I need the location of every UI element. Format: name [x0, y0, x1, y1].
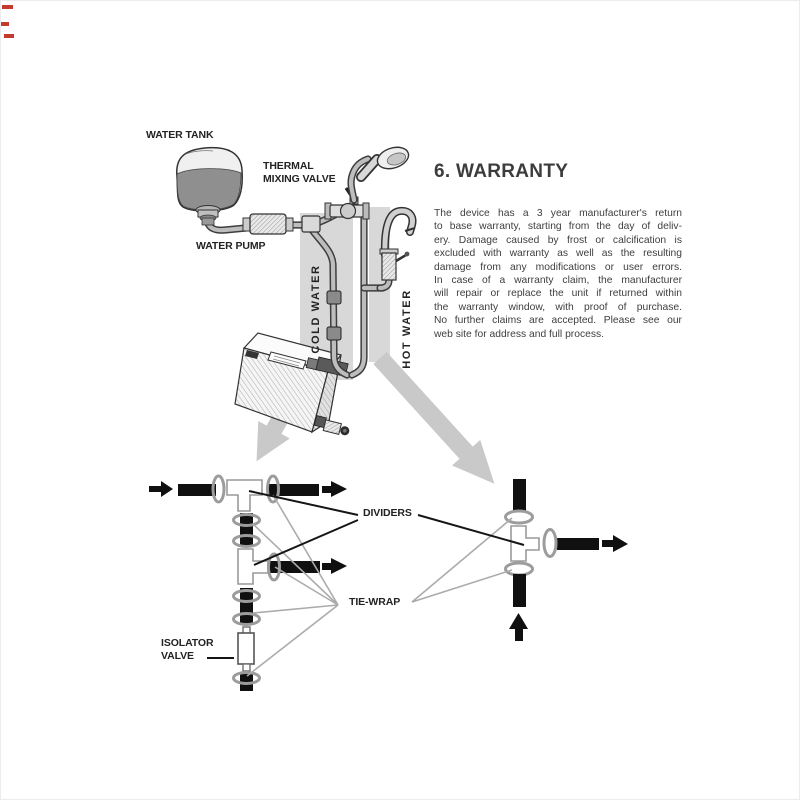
- isolator-valve-label-line2: VALVE: [161, 649, 194, 662]
- tie-wrap-ring: [232, 612, 261, 626]
- isolator-valve-illustration: [237, 626, 255, 672]
- flow-up-arrow: [509, 613, 528, 629]
- warranty-line: ery. Damage caused by frost or calcifica…: [434, 234, 682, 246]
- pipe-segment: [240, 588, 253, 625]
- warranty-line: In case of a warranty claim, the manufac…: [434, 275, 682, 287]
- tee-divider-3: [510, 525, 540, 562]
- pipe-segment: [513, 574, 526, 607]
- tie-wrap-ring: [232, 534, 261, 548]
- warranty-line: will repair or replace the unit if retur…: [434, 288, 682, 300]
- tie-wrap-label: TIE-WRAP: [349, 596, 401, 608]
- warranty-line: web site for address and full process.: [434, 328, 604, 340]
- divider-assembly-left: [149, 474, 347, 691]
- dividers-leader-lines: [207, 490, 525, 659]
- warranty-line: excluded with warranty as well as the re…: [434, 248, 682, 260]
- faucet-illustration: [379, 206, 417, 281]
- flow-out-arrow: [331, 558, 347, 574]
- warranty-line: damage from any modifications or user er…: [434, 261, 682, 273]
- pipe-segment: [267, 484, 319, 496]
- isolator-valve-label: ISOLATOR VALVE: [161, 637, 214, 662]
- warranty-line: to base warranty, starting from the day …: [434, 221, 682, 233]
- tie-wrap-ring: [232, 671, 261, 685]
- flow-out-arrow: [613, 535, 628, 552]
- tie-wrap-ring: [266, 474, 280, 504]
- tie-wrap-ring: [232, 589, 261, 603]
- boiler-drain-spigot: [313, 414, 350, 436]
- cold-line-tee-fitting: [301, 215, 321, 233]
- tie-wrap-ring: [232, 513, 261, 527]
- water-tank-label: WATER TANK: [146, 129, 214, 141]
- tie-wrap-ring: [211, 474, 226, 504]
- isolator-valve-label-line1: ISOLATOR: [161, 637, 214, 649]
- thermal-mixing-valve-label-line1: THERMAL: [263, 160, 314, 172]
- water-pump-label: WATER PUMP: [196, 240, 266, 252]
- tie-wrap-ring: [504, 509, 534, 525]
- pipe-segment: [513, 479, 526, 511]
- thermal-mixing-valve-label-line2: MIXING VALVE: [263, 172, 336, 185]
- water-pump-illustration: [242, 213, 294, 235]
- shower-head-illustration: [347, 146, 410, 204]
- warranty-line: the warranty window, with proof of purch…: [434, 301, 682, 313]
- pipe-segment: [178, 484, 216, 496]
- warranty-line: No further claims are accepted. Please s…: [434, 315, 682, 327]
- flow-out-arrow: [331, 481, 347, 497]
- tee-divider-1: [226, 479, 263, 512]
- tie-wrap-ring: [542, 528, 558, 558]
- divider-assembly-right: [504, 479, 628, 641]
- pipe-segment: [240, 513, 253, 547]
- tie-wrap-ring: [267, 552, 281, 582]
- warranty-line: The device has a 3 year manufacturer's r…: [434, 208, 682, 219]
- pipe-coupler: [326, 326, 342, 341]
- hot-water-label: HOT WATER: [400, 289, 413, 369]
- pipe-coupler: [326, 290, 342, 305]
- cold-water-label: COLD WATER: [309, 264, 322, 354]
- tie-wrap-leader-lines: [246, 494, 513, 677]
- tee-divider-2: [237, 548, 269, 585]
- thermal-mixing-valve-illustration: [324, 187, 370, 220]
- water-tank-illustration: [176, 146, 243, 226]
- warranty-paragraph: The device has a 3 year manufacturer's r…: [434, 207, 682, 341]
- pipe-segment: [557, 538, 599, 550]
- flow-in-arrow: [149, 486, 161, 492]
- zoom-arrow-right: [373, 351, 495, 484]
- warranty-section-heading: 6. WARRANTY: [434, 161, 569, 182]
- dividers-label: DIVIDERS: [363, 507, 412, 519]
- tie-wrap-ring: [504, 561, 534, 577]
- red-corner-marks: [1, 5, 14, 38]
- thermal-mixing-valve-label: THERMAL MIXING VALVE: [263, 160, 336, 185]
